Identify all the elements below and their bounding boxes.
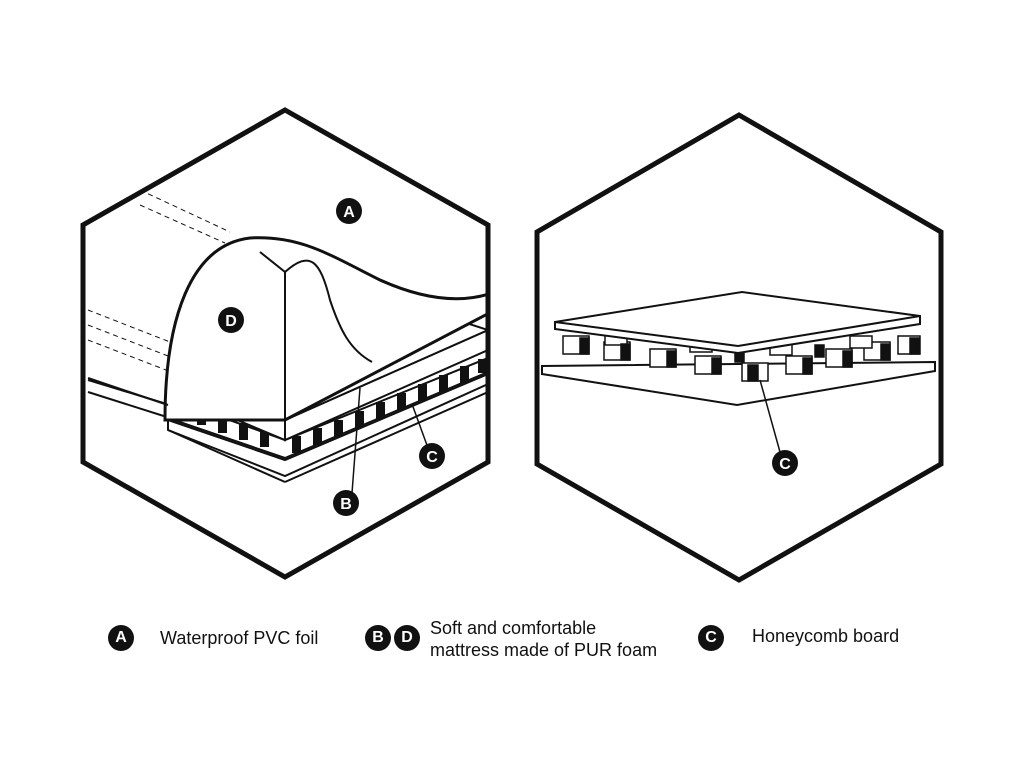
legend-badge-b: B	[365, 625, 391, 651]
legend-item-honeycomb: C Honeycomb board	[698, 625, 899, 651]
left-hexagon-frame	[80, 107, 491, 580]
svg-text:D: D	[225, 313, 237, 330]
legend-label-pur-foam-line2: mattress made of PUR foam	[430, 640, 658, 660]
legend-item-pvc-foil: A Waterproof PVC foil	[108, 625, 318, 651]
marker-c-right: C	[772, 450, 798, 476]
exploded-board-illustration	[541, 290, 936, 453]
top-sheet	[554, 290, 921, 355]
left-block	[87, 379, 171, 419]
svg-text:C: C	[426, 449, 438, 466]
marker-c-left: C	[419, 443, 445, 469]
svg-text:B: B	[340, 496, 352, 513]
legend-item-pur-foam: B D Soft and comfortable mattress made o…	[365, 618, 657, 661]
leader-lines	[351, 387, 429, 494]
right-hexagon-frame	[534, 112, 944, 583]
marker-b: B	[333, 490, 359, 516]
legend-badge-d: D	[394, 625, 420, 651]
legend-badge-c: C	[698, 625, 724, 651]
legend-label-pur-foam: Soft and comfortable mattress made of PU…	[430, 617, 657, 661]
dashed-guides	[87, 189, 231, 371]
leader-line-c	[759, 379, 781, 453]
left-panel: A D B C	[80, 107, 491, 580]
svg-text:A: A	[343, 204, 355, 221]
svg-text:C: C	[779, 456, 791, 473]
legend-badge-a: A	[108, 625, 134, 651]
mattress-cutaway-illustration	[87, 189, 488, 494]
marker-d: D	[218, 307, 244, 333]
raised-foil	[163, 236, 488, 422]
legend-label-pur-foam-line1: Soft and comfortable	[430, 618, 597, 638]
marker-a: A	[336, 198, 362, 224]
legend-label-honeycomb: Honeycomb board	[752, 626, 900, 646]
legend-label-pvc-foil: Waterproof PVC foil	[160, 628, 319, 648]
bottom-sheet	[541, 360, 936, 407]
right-panel: C	[534, 112, 944, 583]
